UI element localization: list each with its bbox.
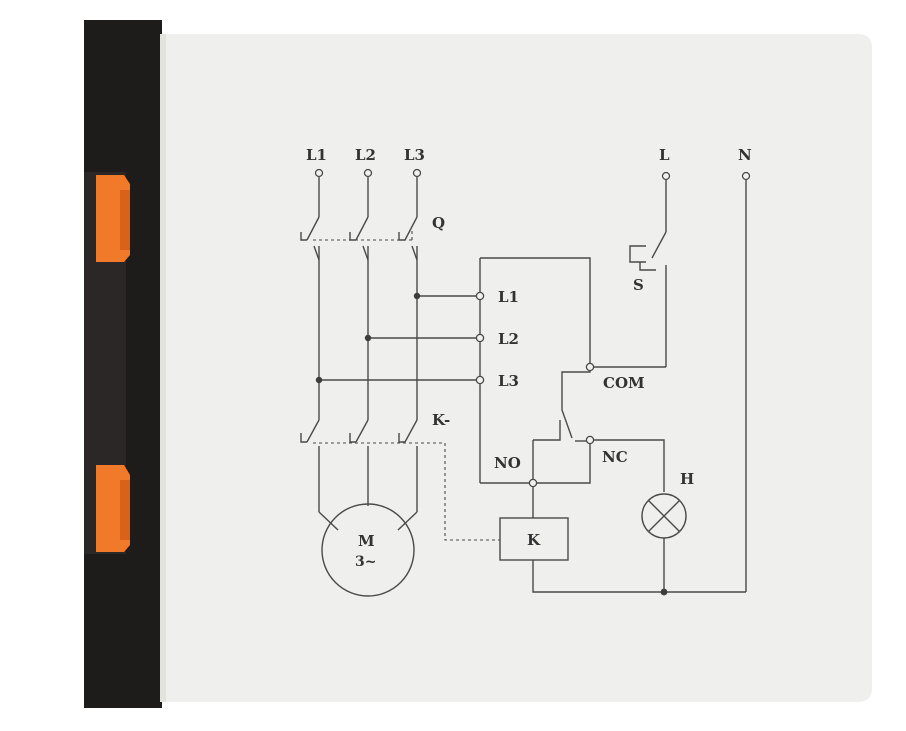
label-switch-s: S (633, 276, 644, 294)
label-line-l: L (659, 146, 670, 164)
terminal-l1 (314, 168, 324, 178)
label-coil-k: K (527, 531, 541, 549)
label-contactor-k: K- (432, 411, 450, 429)
label-breaker-q: Q (432, 214, 445, 232)
motor-m (321, 503, 415, 597)
terminal-l3 (412, 168, 422, 178)
label-relay-l2: L2 (498, 330, 519, 348)
motor-circle (321, 503, 415, 597)
front-panel (160, 34, 872, 702)
terminal-l (661, 171, 671, 181)
relay-box (475, 257, 595, 488)
terminal-l2 (363, 168, 373, 178)
label-relay-nc: NC (602, 448, 628, 466)
relay-terminal-l2 (475, 333, 485, 343)
label-relay-l1: L1 (498, 288, 519, 306)
relay-terminal-nc (585, 435, 595, 445)
label-relay-no: NO (494, 454, 521, 472)
bottom-latch-shade (120, 480, 130, 540)
label-neutral-n: N (738, 146, 752, 164)
terminal-n (741, 171, 751, 181)
label-motor-type: 3~ (355, 554, 376, 570)
label-motor-m: M (358, 532, 375, 550)
top-latch-shade (120, 190, 130, 250)
panel-edge (160, 34, 166, 702)
relay-terminal-com (585, 362, 595, 372)
supply-terminals (314, 168, 751, 181)
labels: L1 L2 L3 L N Q S K- L1 L2 L3 COM NO NC H… (306, 146, 752, 570)
label-relay-com: COM (603, 374, 645, 392)
coil-box (499, 517, 569, 561)
label-lamp-h: H (680, 470, 694, 488)
label-supply-l3: L3 (404, 146, 425, 164)
relay-input-wires (315, 292, 480, 384)
relay-terminal-no (528, 478, 538, 488)
label-relay-l3: L3 (498, 372, 519, 390)
label-supply-l2: L2 (355, 146, 376, 164)
relay-terminal-l1 (475, 291, 485, 301)
relay-terminal-l3 (475, 375, 485, 385)
device-housing (84, 20, 872, 708)
contactor-k-contacts (300, 419, 500, 541)
label-supply-l1: L1 (306, 146, 327, 164)
breaker-q (300, 177, 418, 420)
control-circuit (499, 180, 747, 596)
